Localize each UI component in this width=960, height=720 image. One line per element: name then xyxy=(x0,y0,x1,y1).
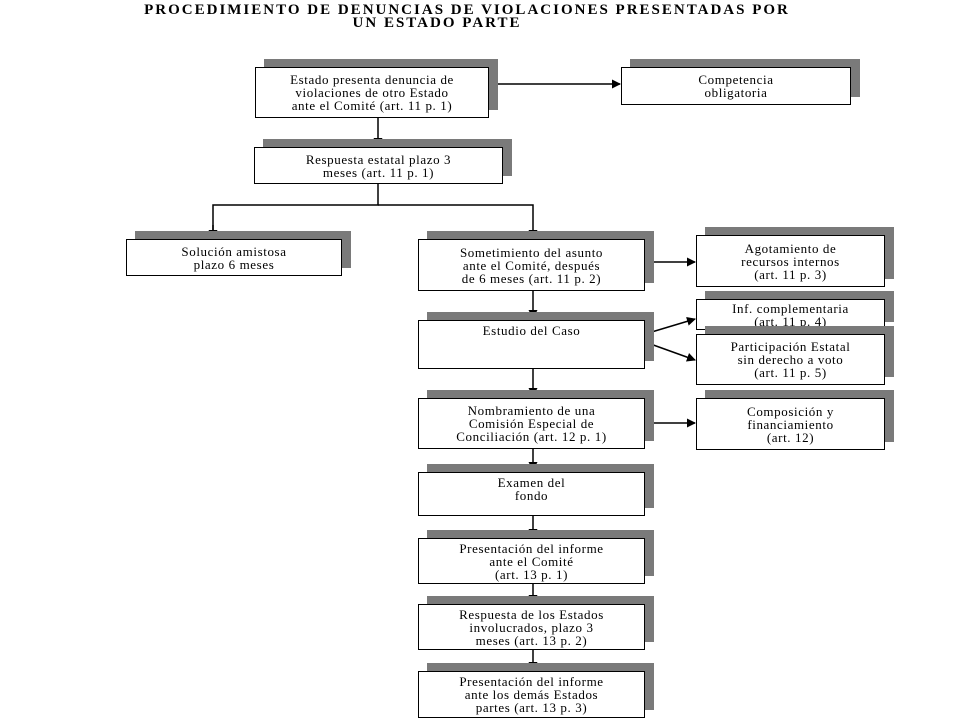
node-competencia-obligatoria: Competencia obligatoria xyxy=(621,67,851,105)
node-text: Estudio del Caso xyxy=(482,323,581,338)
node-text: (art. 11 p. 5) xyxy=(754,365,827,380)
node-text: Examen del xyxy=(497,475,566,490)
node-text: de 6 meses (art. 11 p. 2) xyxy=(461,270,602,286)
node-text: Composición y xyxy=(747,403,834,419)
node-agotamiento-recursos: Agotamiento de recursos internos (art. 1… xyxy=(696,235,885,287)
arrow-split-to-sometimiento xyxy=(378,204,538,239)
node-estudio-del-caso: Estudio del Caso xyxy=(418,320,645,369)
node-text: (art. 13 p. 1) xyxy=(494,566,569,582)
node-participacion-estatal: Participación Estatal sin derecho a voto… xyxy=(696,334,885,385)
node-sometimiento-asunto: Sometimiento del asunto ante el Comité, … xyxy=(418,239,645,291)
node-text: Sometimiento del asunto xyxy=(459,244,604,260)
node-text: violaciones de otro Estado xyxy=(295,85,449,100)
node-text: meses (art. 11 p. 1) xyxy=(322,164,435,180)
node-solucion-amistosa: Solución amistosa plazo 6 meses xyxy=(126,239,342,276)
diagram-title-line-2: UN ESTADO PARTE xyxy=(352,15,522,31)
node-text: Presentación del informe xyxy=(459,674,604,689)
node-text: Nombramiento de una xyxy=(467,403,596,418)
node-text: plazo 6 meses xyxy=(193,256,275,272)
node-text: Solución amistosa xyxy=(181,243,287,259)
node-estado-presenta-denuncia: Estado presenta denuncia de violaciones … xyxy=(255,67,489,118)
node-text: Inf. complementaria xyxy=(732,300,849,316)
node-inf-complementaria: Inf. complementaria (art. 11 p. 4) xyxy=(696,299,885,330)
node-composicion-financiamiento: Composición y financiamiento (art. 12) xyxy=(696,398,885,450)
node-text: (art. 12) xyxy=(766,429,815,445)
node-text: (art. 11 p. 3) xyxy=(754,266,827,282)
node-respuesta-estados-involucrados: Respuesta de los Estados involucrados, p… xyxy=(418,604,645,650)
node-nombramiento-comision: Nombramiento de una Comisión Especial de… xyxy=(418,398,645,449)
node-text: ante el Comité, después xyxy=(462,257,601,273)
node-text: Respuesta estatal plazo 3 xyxy=(305,151,452,167)
node-text: Agotamiento de xyxy=(744,240,837,256)
node-text: ante el Comité (art. 11 p. 1) xyxy=(291,98,453,113)
node-examen-del-fondo: Examen del fondo xyxy=(418,472,645,516)
node-text: ante el Comité xyxy=(489,553,574,569)
connector-respuesta-split xyxy=(212,184,379,237)
node-text: Presentación del informe xyxy=(459,540,604,556)
node-presentacion-informe-comite: Presentación del informe ante el Comité … xyxy=(418,538,645,584)
node-text: sin derecho a voto xyxy=(737,352,844,367)
node-text: meses (art. 13 p. 2) xyxy=(475,632,588,648)
node-presentacion-informe-demas-estados: Presentación del informe ante los demás … xyxy=(418,671,645,718)
node-respuesta-estatal: Respuesta estatal plazo 3 meses (art. 11… xyxy=(254,147,503,184)
node-text: Competencia xyxy=(698,72,774,87)
node-text: obligatoria xyxy=(704,85,768,100)
node-text: Participación Estatal xyxy=(730,339,851,354)
node-text: partes (art. 13 p. 3) xyxy=(475,700,588,715)
node-text: financiamiento xyxy=(747,416,834,432)
node-text: (art. 11 p. 4) xyxy=(754,313,827,329)
node-text: Respuesta de los Estados xyxy=(459,606,604,622)
node-text: fondo xyxy=(514,488,549,503)
diagram-title-line-1: PROCEDIMIENTO DE DENUNCIAS DE VIOLACIONE… xyxy=(144,2,790,18)
arrow-estudio-to-inf xyxy=(644,316,696,335)
node-text: Estado presenta denuncia de xyxy=(290,72,454,87)
node-text: ante los demás Estados xyxy=(464,687,599,702)
node-text: Conciliación (art. 12 p. 1) xyxy=(456,429,607,444)
node-text: involucrados, plazo 3 xyxy=(469,619,594,635)
node-text: recursos internos xyxy=(741,253,840,269)
node-text: Comisión Especial de xyxy=(468,416,595,431)
arrow-estudio-to-participacion xyxy=(644,341,696,362)
